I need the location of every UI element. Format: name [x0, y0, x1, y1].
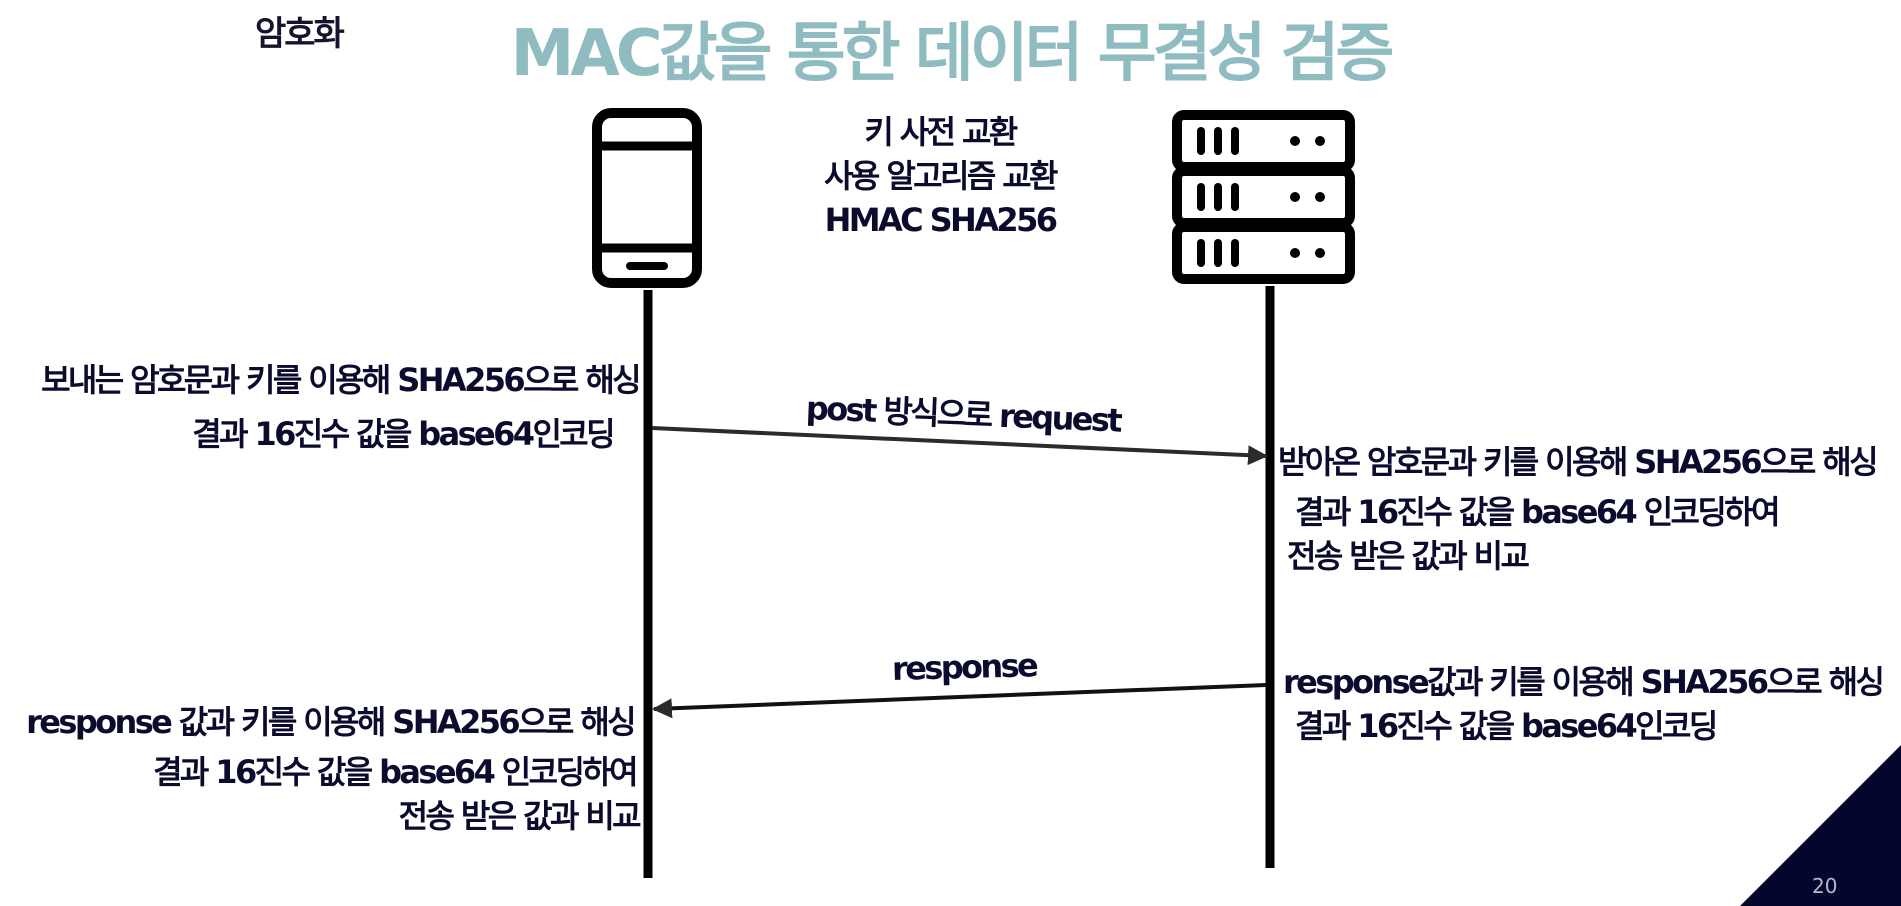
server-verify-line3: 전송 받은 값과 비교 [1287, 537, 1530, 575]
server-verify-note-2: 결과 16진수 값을 base64 인코딩하여 전송 받은 값과 비교 [1287, 490, 1781, 578]
section-label: 암호화 [255, 14, 345, 54]
client-verify-line3: 전송 받은 값과 비교 [398, 797, 642, 835]
key-exchange-line3: HMAC SHA256 [824, 201, 1058, 239]
client-send-line2: 결과 16진수 값을 base64인코딩 [192, 415, 615, 453]
server-verify-line1: 받아온 암호문과 키를 이용해 SHA256으로 해싱 [1278, 443, 1879, 481]
client-verify-line1: response 값과 키를 이용해 SHA256으로 해싱 [26, 703, 636, 741]
server-response-line1: response값과 키를 이용해 SHA256으로 해싱 [1283, 663, 1885, 701]
response-arrow [652, 683, 1267, 719]
smartphone-icon [592, 108, 702, 288]
page-number: 20 [1812, 874, 1838, 898]
client-send-note: 보내는 암호문과 키를 이용해 SHA256으로 해싱 [41, 358, 642, 402]
client-verify-line2: 결과 16진수 값을 base64 인코딩하여 [153, 753, 639, 791]
key-exchange-note: 키 사전 교환 사용 알고리즘 교환 HMAC SHA256 [800, 110, 1080, 242]
client-verify-note-2: 결과 16진수 값을 base64 인코딩하여 전송 받은 값과 비교 [153, 750, 642, 838]
request-arrow [651, 426, 1268, 466]
key-exchange-line1: 키 사전 교환 [864, 113, 1018, 151]
corner-decoration [1740, 745, 1901, 906]
response-label: response [891, 646, 1037, 688]
client-verify-note: response 값과 키를 이용해 SHA256으로 해싱 [26, 700, 636, 744]
key-exchange-line2: 사용 알고리즘 교환 [824, 157, 1058, 195]
server-verify-note: 받아온 암호문과 키를 이용해 SHA256으로 해싱 [1278, 440, 1879, 484]
server-response-line2: 결과 16진수 값을 base64인코딩 [1295, 707, 1718, 745]
server-verify-line2: 결과 16진수 값을 base64 인코딩하여 [1295, 493, 1781, 531]
server-rack-icon [1172, 110, 1355, 284]
client-send-line1: 보내는 암호문과 키를 이용해 SHA256으로 해싱 [41, 361, 642, 399]
server-response-note: response값과 키를 이용해 SHA256으로 해싱 결과 16진수 값을… [1283, 660, 1885, 748]
slide-title: MAC값을 통한 데이터 무결성 검증 [510, 17, 1395, 91]
client-send-note-2: 결과 16진수 값을 base64인코딩 [192, 412, 615, 456]
